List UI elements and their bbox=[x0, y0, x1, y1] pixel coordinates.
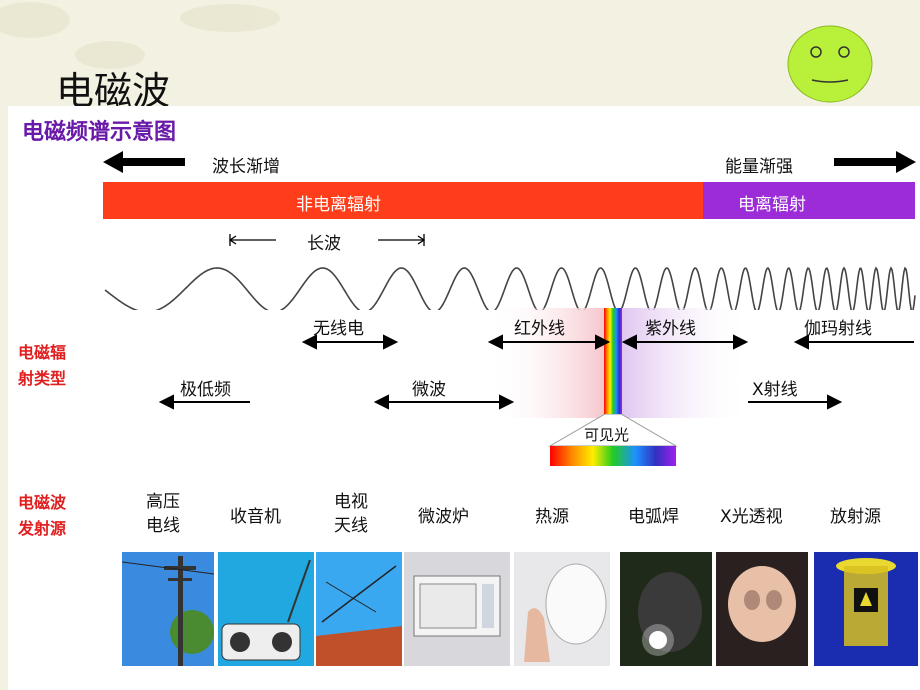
radiation-types-label: 电磁辐 射类型 bbox=[18, 340, 66, 392]
source-radioactive: 放射源 bbox=[830, 507, 881, 527]
radio-image bbox=[218, 552, 314, 666]
slide-title: 电磁波 bbox=[56, 69, 171, 113]
source-tv-antenna: 电视 天线 bbox=[334, 492, 368, 536]
type-infrared: 红外线 bbox=[514, 319, 565, 339]
sources-label-line-1: 电磁波 bbox=[18, 493, 67, 512]
wavelength-label: 波长渐增 bbox=[212, 157, 280, 177]
radiation-types-line-2: 射类型 bbox=[18, 369, 67, 388]
power-line-image bbox=[122, 552, 214, 666]
radioactive-source-image bbox=[814, 552, 918, 666]
smiley-icon bbox=[787, 25, 873, 103]
non-ionizing-bar bbox=[103, 182, 703, 219]
radiation-types-line-1: 电磁辐 bbox=[18, 343, 67, 362]
diagram-title: 电磁频谱示意图 bbox=[22, 120, 177, 145]
type-xray: X射线 bbox=[752, 380, 798, 400]
right-arrow-icon bbox=[834, 151, 916, 173]
visible-light-funnel bbox=[548, 414, 678, 466]
type-gamma: 伽玛射线 bbox=[804, 319, 872, 339]
em-wave bbox=[104, 266, 916, 310]
long-wave-dimension bbox=[228, 234, 426, 246]
source-power-line: 高压 电线 bbox=[146, 492, 180, 536]
tv-antenna-image bbox=[316, 552, 402, 666]
sources-label-line-2: 发射源 bbox=[18, 519, 67, 538]
left-arrow-icon bbox=[103, 151, 185, 173]
ionizing-bar bbox=[703, 182, 915, 219]
type-visible: 可见光 bbox=[584, 426, 630, 444]
arc-welding-image bbox=[620, 552, 712, 666]
long-wave-label: 长波 bbox=[307, 234, 341, 254]
source-xray: X光透视 bbox=[720, 507, 783, 527]
type-radio: 无线电 bbox=[313, 319, 364, 339]
source-radio: 收音机 bbox=[230, 507, 281, 527]
ionizing-label: 电离辐射 bbox=[738, 195, 806, 215]
source-microwave-oven: 微波炉 bbox=[418, 507, 469, 527]
source-heat: 热源 bbox=[535, 507, 569, 527]
type-ultraviolet: 紫外线 bbox=[645, 319, 696, 339]
xray-image bbox=[716, 552, 808, 666]
microwave-oven-image bbox=[404, 552, 510, 666]
energy-label: 能量渐强 bbox=[725, 157, 793, 177]
source-arc-welding: 电弧焊 bbox=[628, 507, 679, 527]
sources-label: 电磁波 发射源 bbox=[18, 490, 66, 542]
type-microwave: 微波 bbox=[412, 380, 446, 400]
type-elf: 极低频 bbox=[180, 380, 231, 400]
heat-source-image bbox=[514, 552, 610, 666]
non-ionizing-label: 非电离辐射 bbox=[296, 195, 381, 215]
